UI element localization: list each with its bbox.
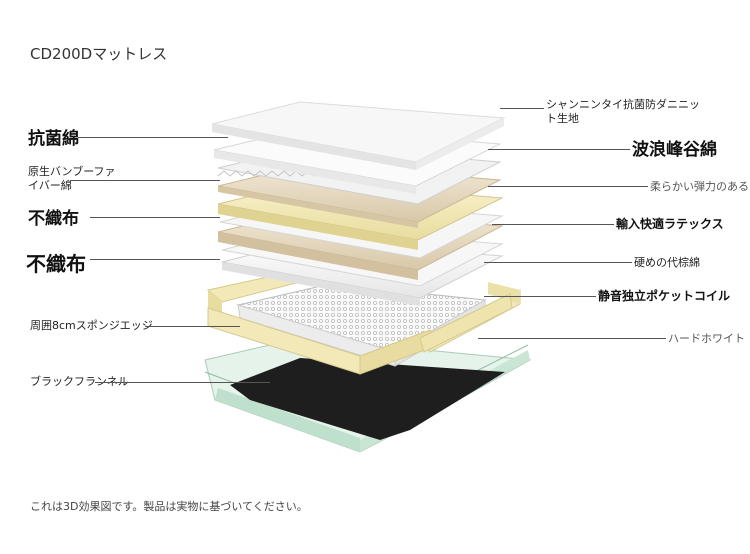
black-flannel-layer <box>230 358 505 440</box>
label-antibacterial-cotton: 抗菌綿 <box>28 129 79 149</box>
label-sponge-edge: 周囲8cmスポンジエッジ <box>30 319 153 332</box>
label-hard-white: ハードホワイト <box>668 332 745 345</box>
leader-line <box>90 217 220 218</box>
leader-line <box>90 259 220 260</box>
label-knit-fabric-line2: ト生地 <box>546 111 579 125</box>
label-bamboo-fiber: 原生バンブーファ イバー綿 <box>28 165 116 193</box>
label-latex: 輸入快適ラテックス <box>616 217 724 231</box>
label-non-woven-2: 不織布 <box>26 252 86 276</box>
leader-line <box>488 149 630 150</box>
leader-line <box>95 382 270 383</box>
leader-line <box>78 137 228 138</box>
label-palm-cotton: 硬めの代棕綿 <box>634 256 700 269</box>
label-knit-fabric: シャンニンタイ抗菌防ダニニッ ト生地 <box>546 98 700 126</box>
foam-edge-front <box>207 293 513 375</box>
leader-line <box>145 326 240 327</box>
label-pocket-coil: 静音独立ポケットコイル <box>598 289 731 303</box>
leader-line <box>484 262 632 263</box>
leader-line <box>492 224 614 225</box>
leader-line <box>478 338 666 339</box>
label-soft-elastic: 柔らかい弾力のある <box>650 180 749 193</box>
page-title: CD200Dマットレス <box>30 45 168 63</box>
label-black-flannel: ブラックフランネル <box>30 375 129 388</box>
label-bamboo-fiber-line1: 原生バンブーファ <box>28 165 116 178</box>
leader-line <box>500 108 544 109</box>
label-non-woven-1: 不織布 <box>28 209 79 229</box>
label-wave-cotton: 波浪峰谷綿 <box>632 140 717 160</box>
footnote: これは3D効果図です。製品は実物に基づいてください。 <box>30 500 308 513</box>
leader-line <box>70 180 220 181</box>
leader-line <box>488 186 648 187</box>
label-knit-fabric-line1: シャンニンタイ抗菌防ダニニッ <box>546 98 700 111</box>
knit-fabric-layer <box>211 101 506 170</box>
leader-line <box>484 296 596 297</box>
label-bamboo-fiber-line2: イバー綿 <box>28 178 72 192</box>
